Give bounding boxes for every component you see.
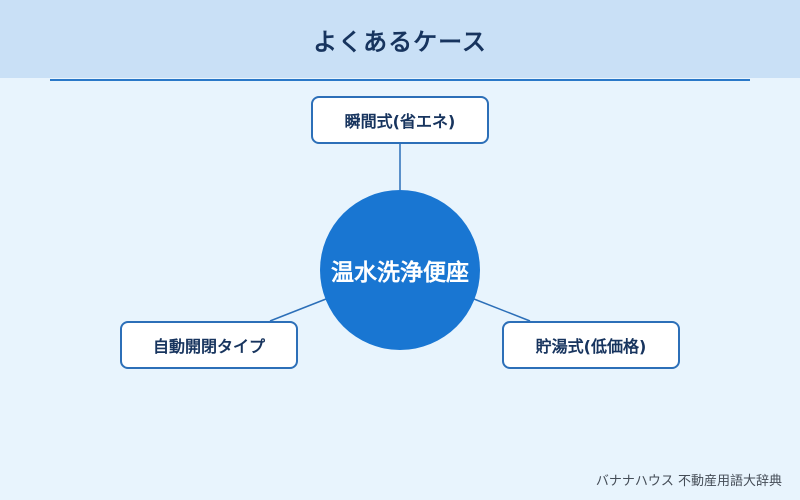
- header-bar: よくあるケース: [0, 0, 800, 78]
- node-auto-open-close: 自動開閉タイプ: [120, 321, 298, 369]
- header-divider: [50, 79, 750, 81]
- page-title: よくあるケース: [313, 28, 487, 56]
- node-instant-type: 瞬間式(省エネ): [311, 96, 489, 144]
- connector-right: [473, 298, 531, 322]
- connector-left: [269, 298, 327, 322]
- credit-text: バナナハウス 不動産用語大辞典: [595, 474, 782, 489]
- node-storage-type: 貯湯式(低価格): [502, 321, 680, 369]
- center-node: 温水洗浄便座: [320, 190, 480, 350]
